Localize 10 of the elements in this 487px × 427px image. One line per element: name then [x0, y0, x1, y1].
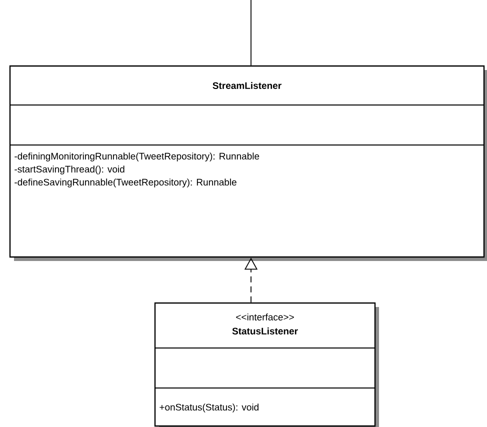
method-text: -defineSavingRunnable(TweetRepository): Runnable	[14, 178, 236, 188]
stereotype-text: <<interface>>	[236, 314, 294, 320]
method-text: -startSavingThread(): void	[14, 166, 124, 174]
class-box	[9, 65, 487, 261]
class-box	[154, 302, 379, 427]
method-text: +onStatus(Status): void	[160, 404, 258, 412]
class-name: StatusListener	[232, 328, 298, 334]
method-text: -definingMonitoringRunnable(TweetRepository): Runnable	[14, 152, 260, 162]
class-name: StreamListener	[212, 82, 282, 89]
connector-line	[250, 0, 252, 66]
